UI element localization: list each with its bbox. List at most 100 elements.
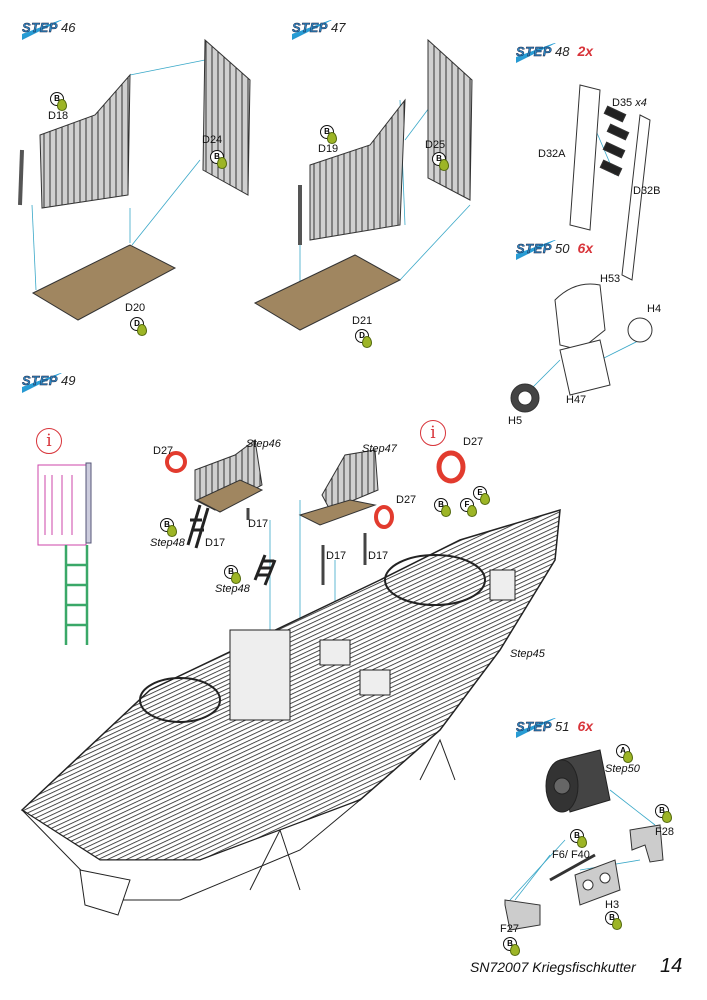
part-qty: x4 [635,97,647,109]
paint-drop-icon [510,944,520,956]
paint-marker-b: B [570,829,588,849]
ref-step45: Step45 [510,648,545,660]
paint-drop-icon [612,918,622,930]
label-d20: D20 [125,302,146,314]
label-d32b: D32B [633,185,661,197]
paint-drop-icon [217,157,227,169]
paint-drop-icon [467,505,477,517]
label-h5: H5 [508,415,523,427]
step-number: 46 [60,20,76,35]
paint-drop-icon [577,836,587,848]
label-d27-mid: D27 [396,494,417,506]
ref-step48: Step48 [150,537,185,549]
step-multiplier: 2x [577,43,594,59]
step-word: STEP [516,241,552,256]
paint-marker-d: D [355,329,373,349]
paint-marker-b: B [655,804,673,824]
part-d21-floor [253,254,402,331]
step-number: 51 [554,719,570,734]
ref-step48: Step48 [215,583,250,595]
step-word: STEP [292,20,328,35]
step-number: 50 [554,241,570,256]
paint-marker-b: B [503,937,521,957]
paint-drop-icon [167,525,177,537]
label-h47: H47 [566,394,587,406]
part-roller [545,749,611,813]
part-id: D35 [612,97,633,109]
paint-marker-b: B [210,150,228,170]
step-number: 47 [330,20,346,35]
part-d25-wall [427,38,473,201]
label-d32a: D32A [538,148,566,160]
lifebuoys [165,450,466,529]
label-d17: D17 [326,550,347,562]
label-d17: D17 [368,550,389,562]
paint-drop-icon [327,132,337,144]
label-d35: D35 x4 [612,97,647,109]
step-number: 49 [60,373,76,388]
part-f6-axle [549,853,596,882]
label-d17: D17 [205,537,226,549]
step-word: STEP [22,373,58,388]
step-word: STEP [22,20,58,35]
part-h3-plate [574,859,621,906]
label-f28: F28 [655,826,674,838]
paint-drop-icon [231,572,241,584]
paint-drop-icon [439,159,449,171]
ladders-step48 [253,554,277,586]
paint-drop-icon [441,505,451,517]
info-detail-ladder [37,462,92,645]
paint-marker-b: B [434,498,452,518]
label-d25: D25 [425,139,446,151]
label-h53: H53 [600,273,621,285]
paint-marker-a: A [616,744,634,764]
paint-marker-d: D [130,317,148,337]
info-icon: i [36,428,62,454]
part-d32-ladder [569,84,651,281]
paint-drop-icon [623,751,633,763]
label-d27-right: D27 [463,436,484,448]
paint-drop-icon [137,324,147,336]
paint-marker-e: E [473,486,491,506]
paint-marker-b: B [160,518,178,538]
platform-step46 [186,439,264,549]
posts-d17 [246,508,367,585]
part-f28 [629,824,664,863]
ref-step50: Step50 [605,763,640,775]
paint-marker-b: B [432,152,450,172]
label-d21: D21 [352,315,373,327]
platform-step47 [298,449,379,526]
step-word: STEP [516,44,552,59]
paint-marker-b: B [224,565,242,585]
label-d24: D24 [202,134,223,146]
footer-title: SN72007 Kriegsfischkutter [470,959,636,975]
ref-step46: Step46 [246,438,281,450]
label-f27: F27 [500,923,519,935]
part-d20-floor [31,244,177,321]
paint-drop-icon [57,99,67,111]
paint-marker-f: F [460,498,478,518]
step-word: STEP [516,719,552,734]
ship-hull [20,508,561,916]
paint-marker-b: B [50,92,68,112]
part-f27 [504,899,541,931]
ref-step47: Step47 [362,443,397,455]
info-icon: i [420,420,446,446]
label-h4: H4 [647,303,662,315]
part-d19-wall [298,98,406,245]
page-number: 14 [660,955,683,977]
part-d24-wall [202,38,251,196]
label-d27-left: D27 [153,445,174,457]
label-h3: H3 [605,899,620,911]
part-h53-drum [510,283,653,413]
step-multiplier: 6x [577,718,594,734]
label-d17: D17 [248,518,269,530]
